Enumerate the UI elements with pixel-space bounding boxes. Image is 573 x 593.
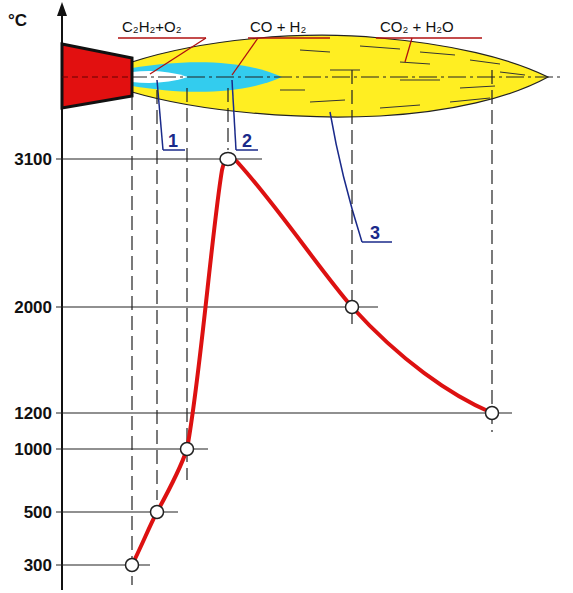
flame-axis [100, 77, 560, 78]
nozzle-axis [62, 77, 132, 78]
axis-arrow [57, 2, 67, 16]
temperature-value: 1200 [14, 405, 52, 422]
leader-lines [118, 38, 482, 75]
temperature-value: 2000 [14, 299, 52, 316]
level-lines [56, 159, 512, 565]
callout-number: 1 [168, 132, 178, 150]
data-points [126, 153, 499, 572]
zone-formula: CO + H₂ [250, 19, 306, 34]
zone-formula: C₂H₂+O₂ [122, 19, 182, 34]
projection-lines [132, 70, 492, 585]
temperature-value: 500 [24, 504, 52, 521]
torch-nozzle [62, 44, 132, 108]
zone-formula: CO₂ + H₂O [380, 19, 454, 34]
temperature-value: 1000 [14, 441, 52, 458]
outer-flame [132, 35, 548, 117]
axis-unit: °C [8, 12, 27, 29]
temperature-value: 3100 [14, 151, 52, 168]
callout-leaders [157, 80, 392, 242]
temperature-curve [132, 158, 492, 565]
callout-number: 2 [242, 132, 252, 150]
temperature-value: 300 [24, 557, 52, 574]
callout-number: 3 [370, 224, 380, 242]
